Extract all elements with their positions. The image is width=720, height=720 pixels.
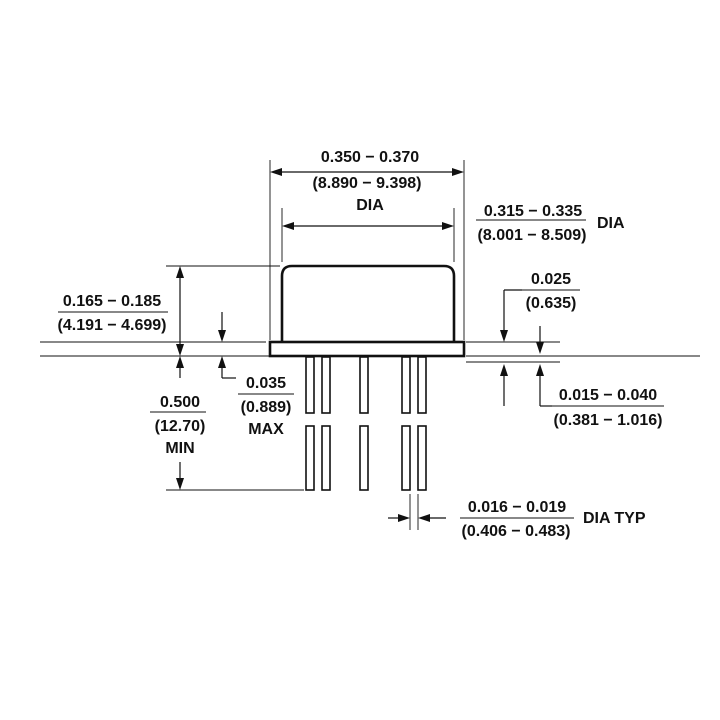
seating-plane-inch: 0.015 − 0.040 xyxy=(559,387,657,404)
dim-flange-gap: 0.035 (0.889) MAX xyxy=(218,312,294,438)
lead-2-upper xyxy=(321,356,331,414)
dim-lead-diameter: 0.016 − 0.019 (0.406 − 0.483) DIA TYP xyxy=(388,499,646,540)
extension-lines xyxy=(40,160,700,530)
dim-overall-diameter: 0.350 − 0.370 (8.890 − 9.398) DIA xyxy=(270,149,464,214)
dim-flange-thickness: 0.025 (0.635) xyxy=(500,271,580,354)
lead-2-lower xyxy=(321,425,331,491)
cap-height-mm: (4.191 − 4.699) xyxy=(58,317,167,334)
overall-diameter-suffix: DIA xyxy=(356,197,384,214)
cap-diameter-suffix: DIA xyxy=(597,215,625,232)
overall-diameter-mm: (8.890 − 9.398) xyxy=(313,175,422,192)
lead-5-lower xyxy=(417,425,427,491)
overall-diameter-inch: 0.350 − 0.370 xyxy=(321,149,419,166)
lead-diameter-mm: (0.406 − 0.483) xyxy=(462,523,571,540)
flange-gap-mm: (0.889) xyxy=(241,399,292,416)
lead-4-lower xyxy=(401,425,411,491)
seating-plane-mm: (0.381 − 1.016) xyxy=(554,412,663,429)
flange-thickness-mm: (0.635) xyxy=(526,295,577,312)
package-body xyxy=(268,264,466,358)
lead-length-inch: 0.500 xyxy=(160,394,200,411)
lead-length-mm: (12.70) xyxy=(155,418,206,435)
lead-4-upper xyxy=(401,356,411,414)
lead-diameter-inch: 0.016 − 0.019 xyxy=(468,499,566,516)
lead-5-upper xyxy=(417,356,427,414)
dim-cap-diameter: 0.315 − 0.335 (8.001 − 8.509) DIA xyxy=(282,203,625,244)
dim-cap-height: 0.165 − 0.185 (4.191 − 4.699) xyxy=(58,266,184,356)
lead-3-upper xyxy=(359,356,369,414)
flange-gap-suffix: MAX xyxy=(248,421,284,438)
lead-diameter-suffix: DIA TYP xyxy=(583,510,646,527)
dim-lead-length: 0.500 (12.70) MIN xyxy=(150,356,206,490)
cap-diameter-inch: 0.315 − 0.335 xyxy=(484,203,582,220)
flange-gap-inch: 0.035 xyxy=(246,375,286,392)
flange-thickness-inch: 0.025 xyxy=(531,271,571,288)
lead-1-upper xyxy=(305,356,315,414)
lead-length-suffix: MIN xyxy=(165,440,194,457)
lead-1-lower xyxy=(305,425,315,491)
package-cap xyxy=(280,264,456,342)
lead-3-lower xyxy=(359,425,369,491)
dim-seating-plane: 0.015 − 0.040 (0.381 − 1.016) xyxy=(500,364,664,429)
package-flange xyxy=(268,340,466,358)
cap-diameter-mm: (8.001 − 8.509) xyxy=(478,227,587,244)
cap-height-inch: 0.165 − 0.185 xyxy=(63,293,161,310)
leads xyxy=(305,356,427,491)
